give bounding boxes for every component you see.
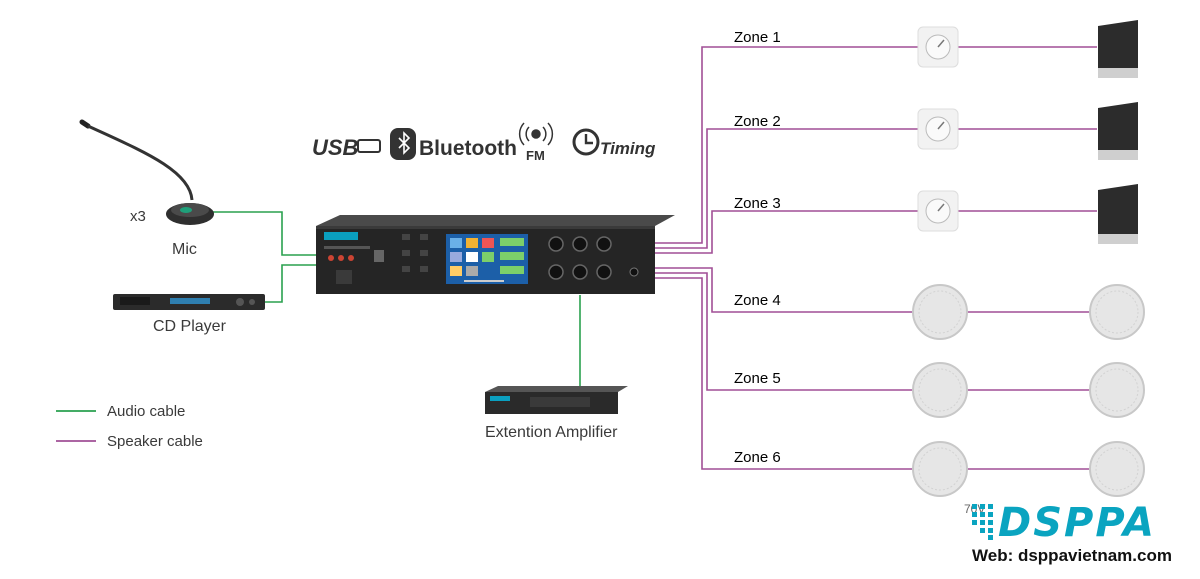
zone-3-label: Zone 3 [734, 195, 781, 212]
zone-4-label: Zone 4 [734, 292, 781, 309]
zone-4-cable [655, 267, 915, 313]
mic-count-label: x3 [130, 208, 146, 225]
zone-3-devices [917, 184, 1138, 244]
cd-to-amp-cable [265, 264, 316, 303]
mic-to-amp-cable [210, 211, 316, 256]
cd-player-label: CD Player [153, 318, 227, 335]
zone-1-label: Zone 1 [734, 29, 781, 46]
audio-cables [210, 211, 581, 386]
legend-speaker-label: Speaker cable [107, 433, 203, 450]
zone-6-devices [912, 441, 1145, 497]
speaker-cables [655, 46, 1097, 470]
ceiling-speaker [1089, 441, 1145, 497]
zone-4-devices [912, 284, 1145, 340]
ceiling-speaker [912, 441, 968, 497]
brand-website[interactable]: Web: dsppavietnam.com [972, 546, 1172, 565]
zone-2-cable [655, 128, 920, 249]
zone-1-cable [655, 46, 920, 244]
usb-feature: USB [312, 135, 359, 160]
timing-icon [572, 128, 600, 156]
zone-5-cable [655, 272, 915, 391]
ceiling-speaker [912, 362, 968, 418]
wall-speaker [1098, 102, 1138, 160]
main-amplifier [316, 215, 675, 294]
zone-5-devices [912, 362, 1145, 418]
bluetooth-feature: Bluetooth [419, 137, 517, 160]
wall-speaker [1098, 184, 1138, 244]
zone-labels: Zone 1 Zone 2 Zone 3 Zone 4 Zone 5 Zone … [734, 29, 781, 466]
legend: Audio cable Speaker cable [56, 403, 203, 450]
extension-amplifier [485, 386, 628, 414]
wall-speaker [1098, 20, 1138, 78]
brand-dots-icon [972, 504, 993, 540]
microphone [79, 119, 214, 225]
ceiling-speaker [912, 284, 968, 340]
legend-audio-label: Audio cable [107, 403, 185, 420]
brand-logo: DSPPA Web: dsppavietnam.com [972, 500, 1182, 572]
zone-6-cable [655, 277, 915, 470]
fm-icon [518, 122, 554, 146]
ceiling-speaker [1089, 362, 1145, 418]
ceiling-speaker [1089, 284, 1145, 340]
zone-2-devices [917, 102, 1138, 160]
zone-5-label: Zone 5 [734, 370, 781, 387]
extension-amplifier-label: Extention Amplifier [485, 424, 618, 441]
usb-icon [357, 139, 381, 153]
zone-2-label: Zone 2 [734, 113, 781, 130]
zone-6-label: Zone 6 [734, 449, 781, 466]
zone-3-cable [655, 210, 920, 254]
feature-icons: USB Bluetooth FM Timing [312, 122, 656, 163]
zone-1-devices [917, 20, 1138, 78]
cd-player [113, 294, 265, 310]
fm-feature: FM [526, 148, 545, 163]
brand-name: DSPPA [998, 500, 1156, 546]
timing-feature: Timing [600, 139, 656, 158]
mic-label: Mic [172, 241, 197, 258]
